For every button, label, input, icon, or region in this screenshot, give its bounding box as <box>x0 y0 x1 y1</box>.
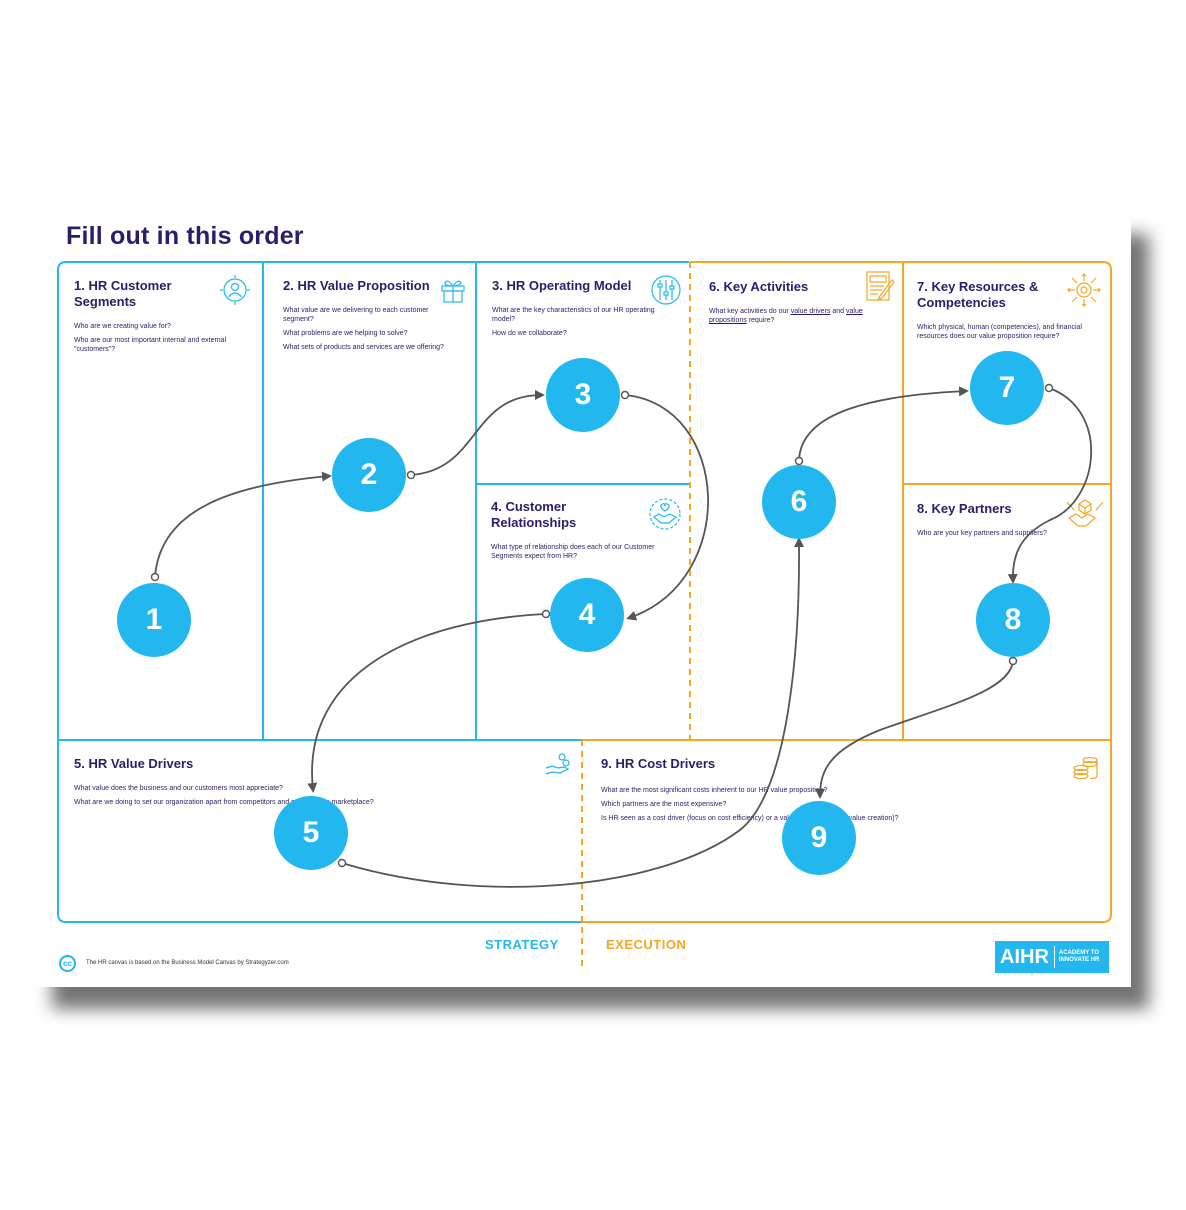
hand-coins-icon <box>545 753 570 775</box>
block-2-title: 2. HR Value Proposition <box>283 278 430 293</box>
strategy-border <box>57 261 689 923</box>
arrow-start-dot-6 <box>794 456 804 466</box>
step-1-circle: 1 <box>117 583 191 657</box>
value-drivers-link: value drivers <box>790 308 831 315</box>
execution-label: EXECUTION <box>606 937 687 952</box>
arrow-4-to-5 <box>307 613 547 793</box>
block-8-questions: Who are your key partners and suppliers? <box>917 530 1047 537</box>
arrow-start-dot-7 <box>1044 383 1054 393</box>
step-7-circle: 7 <box>970 351 1044 425</box>
coin-stack-icon <box>1073 756 1098 780</box>
value-propositions-link: value propositions <box>709 308 863 324</box>
step-6-circle: 6 <box>762 465 836 539</box>
step-9-circle: 9 <box>782 801 856 875</box>
page-title: Fill out in this order <box>66 222 304 250</box>
block-3-title: 3. HR Operating Model <box>492 278 632 293</box>
arrow-8-to-9 <box>815 660 1014 799</box>
credit-text: The HR canvas is based on the Business M… <box>86 960 289 966</box>
step-8-circle: 8 <box>976 583 1050 657</box>
arrow-start-dot-2 <box>406 470 416 480</box>
execution-border <box>582 261 1112 923</box>
block-1-title: 1. HR Customer Segments <box>74 278 172 309</box>
step-4-circle: 4 <box>550 578 624 652</box>
block-2-questions: What value are we delivering to each cus… <box>283 307 444 351</box>
block-4-questions: What type of relationship does each of o… <box>491 544 655 560</box>
arrow-start-dot-1 <box>150 572 160 582</box>
handshake-heart-icon <box>649 498 681 530</box>
arrow-1-to-2 <box>154 471 332 578</box>
sliders-icon <box>651 275 681 305</box>
block-9-title: 9. HR Cost Drivers <box>601 756 716 771</box>
logo-main-text: AIHR <box>995 946 1055 968</box>
step-5-circle: 5 <box>274 796 348 870</box>
strategy-label: STRATEGY <box>485 937 559 952</box>
step-3-circle: 3 <box>546 358 620 432</box>
block-6-questions: What key activities do our value drivers… <box>709 308 863 324</box>
arrow-5-to-6 <box>341 537 805 888</box>
creative-commons-icon: cc <box>59 955 76 972</box>
block-3-questions: What are the key characteristics of our … <box>492 307 655 337</box>
block-6-title: 6. Key Activities <box>709 279 809 294</box>
block-1-questions: Who are we creating value for? Who are o… <box>74 323 227 353</box>
arrow-start-dot-3 <box>620 390 630 400</box>
arrow-7-to-8 <box>1007 387 1093 584</box>
block-5-title: 5. HR Value Drivers <box>74 756 194 771</box>
block-5-questions: What value does the business and our cus… <box>74 785 374 806</box>
arrow-start-dot-5 <box>337 858 347 868</box>
arrow-2-to-3 <box>410 390 545 476</box>
person-target-icon <box>220 275 250 305</box>
gear-arrows-icon <box>1067 273 1101 307</box>
arrow-start-dot-8 <box>1008 656 1018 666</box>
logo-sub-text: ACADEMY TO INNOVATE HR <box>1058 950 1100 963</box>
arrow-3-to-4 <box>624 394 709 621</box>
arrow-6-to-7 <box>798 386 969 462</box>
block-9-questions: What are the most significant costs inhe… <box>601 787 899 822</box>
block-7-title: 7. Key Resources & Competencies <box>917 279 1039 310</box>
step-2-circle: 2 <box>332 438 406 512</box>
gift-icon <box>441 280 465 303</box>
aihr-logo: AIHR ACADEMY TO INNOVATE HR <box>995 941 1109 973</box>
checklist-pencil-icon <box>866 271 895 302</box>
block-8-title: 8. Key Partners <box>917 501 1012 516</box>
arrow-start-dot-4 <box>541 609 551 619</box>
block-4-title: 4. Customer Relationships <box>491 499 577 530</box>
block-7-questions: Which physical, human (competencies), an… <box>917 324 1082 340</box>
